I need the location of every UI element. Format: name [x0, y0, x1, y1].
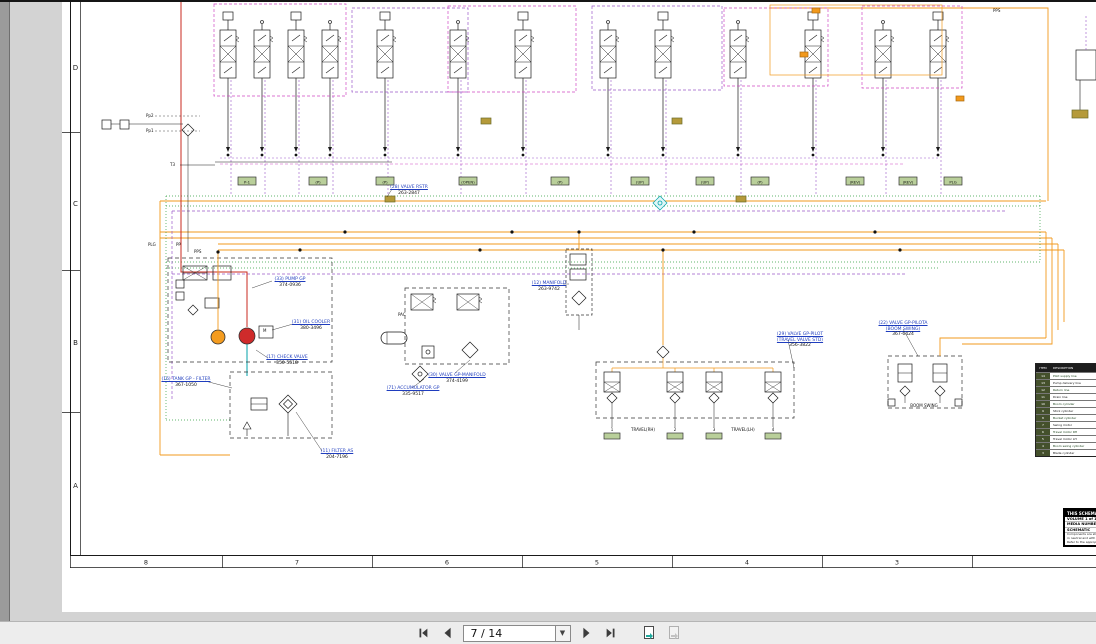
- svg-text:PPS: PPS: [993, 8, 1001, 13]
- svg-text:(OPEN): (OPEN): [461, 180, 475, 185]
- svg-text:(REV): (REV): [903, 180, 914, 185]
- last-page-button[interactable]: [601, 624, 621, 642]
- page-number-combobox[interactable]: 7 / 14 ▼: [462, 624, 571, 642]
- last-page-icon: [606, 628, 614, 638]
- junction-dots: [216, 230, 902, 254]
- first-page-button[interactable]: [413, 624, 433, 642]
- svg-text:1: 1: [611, 427, 614, 432]
- svg-text:7: 7: [295, 559, 299, 567]
- svg-text:(P): (P): [315, 180, 321, 185]
- document-with-arrow-icon: [643, 626, 654, 639]
- svg-text:4: 4: [772, 427, 775, 432]
- pilot-port-symbols: [101, 115, 215, 252]
- svg-text:D: D: [73, 64, 78, 72]
- page-navigation-toolbar: 7 / 14 ▼: [0, 621, 1096, 644]
- sheet-frame: D C B A 8 7 6 5 4 3: [62, 2, 1096, 568]
- svg-text:4: 4: [745, 559, 749, 567]
- page-indicator: 7 / 14: [470, 626, 503, 640]
- right-edge-fragment: [1071, 16, 1096, 119]
- svg-text:PLG: PLG: [148, 242, 156, 247]
- svg-text:T3: T3: [169, 162, 175, 167]
- svg-text:(P): (P): [557, 180, 563, 185]
- svg-text:B: B: [73, 339, 78, 347]
- svg-text:(REV): (REV): [850, 180, 861, 185]
- boom-swing-group: BOOM SWING: [887, 337, 1046, 409]
- svg-text:Pp1: Pp1: [146, 128, 154, 133]
- travel-valve-group: 1 2 3 4 TRAVEL(RH) TRAVEL(LH): [595, 250, 795, 440]
- manifold-group: [380, 287, 510, 383]
- leader-lines: [204, 188, 919, 452]
- svg-text:6: 6: [445, 559, 449, 567]
- tank-group: [229, 371, 333, 439]
- svg-text:2: 2: [674, 427, 677, 432]
- svg-text:A: A: [73, 482, 78, 490]
- left-scrollbar[interactable]: [0, 2, 10, 644]
- svg-text:(UP): (UP): [636, 180, 645, 185]
- previous-page-icon: [444, 627, 451, 639]
- callout-valve-gp-pilot-boom-swing[interactable]: (22) VALVE GP-PILOTA(BOOM SWING)367-6424: [878, 321, 928, 338]
- svg-text:5: 5: [595, 559, 599, 567]
- valve-bank: P-1 (P) (P) (OPEN) (P) (UP) (UP) (P) (REV) (REV) P…: [213, 3, 965, 203]
- next-page-button[interactable]: [576, 624, 596, 642]
- svg-text:(P): (P): [382, 180, 388, 185]
- svg-text:PP: PP: [176, 242, 181, 247]
- previous-page-button[interactable]: [438, 624, 458, 642]
- combobox-dropdown-arrow[interactable]: ▼: [554, 625, 570, 641]
- facing-page-view-button[interactable]: [664, 624, 684, 642]
- svg-text:TRAVEL(LH): TRAVEL(LH): [730, 427, 755, 432]
- svg-text:Pp2: Pp2: [146, 113, 154, 118]
- callout-valve-gp-pilot-travel[interactable]: (29) VALVE GP-PILOT(TRAVEL VALVE STD)356…: [776, 332, 824, 349]
- svg-text:PLG: PLG: [949, 180, 956, 185]
- svg-text:C: C: [73, 200, 78, 208]
- svg-text:P-1: P-1: [244, 180, 251, 185]
- svg-text:M: M: [263, 328, 267, 333]
- svg-text:TRAVEL(RH): TRAVEL(RH): [630, 427, 655, 432]
- single-page-view-button[interactable]: [639, 624, 659, 642]
- svg-text:PAC: PAC: [398, 312, 406, 317]
- svg-text:(P): (P): [757, 180, 763, 185]
- svg-text:3: 3: [895, 559, 899, 567]
- pilot-manifold-12: [565, 195, 668, 330]
- svg-text:8: 8: [144, 559, 148, 567]
- bus-lines: [159, 2, 1065, 456]
- svg-text:3: 3: [713, 427, 716, 432]
- next-page-icon: [582, 627, 589, 639]
- window-top-edge: [0, 0, 1096, 2]
- svg-text:BOOM SWING: BOOM SWING: [910, 403, 937, 408]
- pump-group: [167, 252, 333, 363]
- first-page-icon: [419, 628, 427, 638]
- svg-text:(UP): (UP): [701, 180, 710, 185]
- document-icon: [668, 626, 679, 639]
- svg-text:PPS: PPS: [194, 249, 202, 254]
